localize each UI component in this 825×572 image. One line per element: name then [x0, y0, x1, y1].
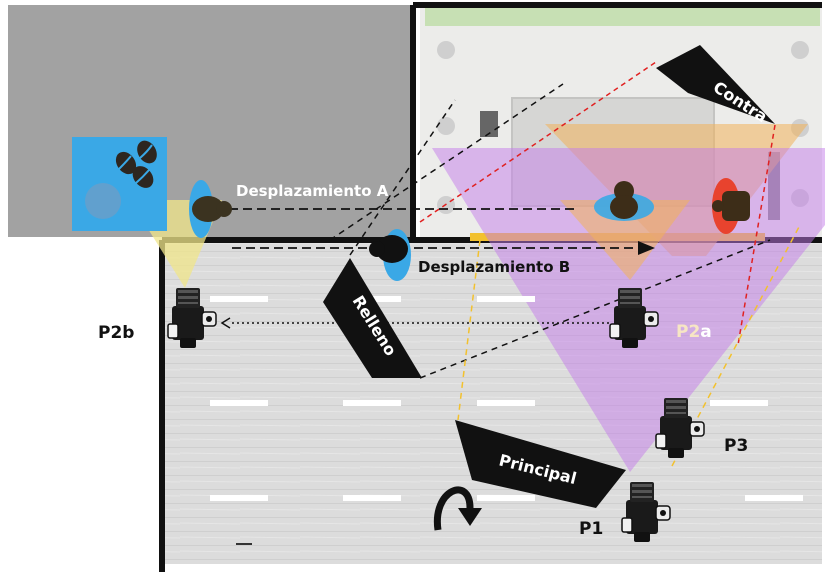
person-b-icon: [369, 229, 411, 281]
p3-label: P3: [724, 436, 748, 456]
p2b-label: P2b: [98, 323, 134, 343]
person-a-icon: [189, 180, 232, 238]
room-green-strip: [425, 8, 820, 26]
displacement-b-arrowhead: [638, 241, 655, 255]
black-dashed-lines: [329, 83, 771, 379]
dolly-arrowhead: [220, 317, 231, 329]
seated-person-icon: [594, 181, 654, 221]
p2a-label: P2a: [676, 322, 712, 342]
coffee-sign-circle: [85, 183, 121, 219]
wall-switch: [480, 111, 498, 137]
p2a-suffix: a: [700, 322, 711, 342]
window-person-icon: [712, 178, 750, 234]
orange-key-cone: [560, 200, 690, 280]
displacement-b-label: Desplazamiento B: [418, 258, 570, 276]
contra-banner: [656, 45, 775, 124]
relleno-banner: [323, 258, 422, 378]
red-contra-lines: [419, 61, 776, 346]
displacement-a-label: Desplazamiento A: [236, 182, 389, 200]
principal-banner: [455, 420, 626, 508]
p2a-prefix: P2: [676, 322, 700, 342]
curved-arrow-icon: [433, 486, 482, 531]
p1-label: P1: [579, 519, 603, 539]
coffee-beans-icon: [115, 140, 157, 188]
